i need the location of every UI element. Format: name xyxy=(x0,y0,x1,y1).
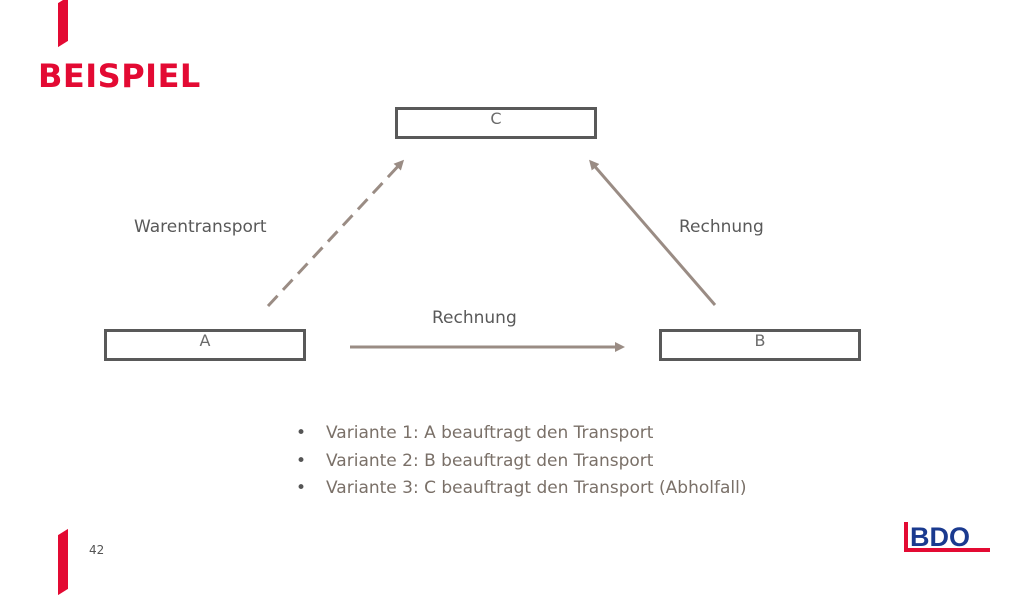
slide-title: BEISPIEL xyxy=(38,57,201,95)
bullet-icon: • xyxy=(296,423,307,443)
variant-text: Variante 1: A beauftragt den Transport xyxy=(326,423,654,443)
node-b-label: B xyxy=(754,331,766,350)
variant-text: Variante 3: C beauftragt den Transport (… xyxy=(326,478,747,498)
node-c: C xyxy=(395,107,597,139)
variant-text: Variante 2: B beauftragt den Transport xyxy=(326,450,654,471)
node-c-label: C xyxy=(490,109,502,128)
bullet-icon: • xyxy=(296,478,307,498)
edge-label-warentransport: Warentransport xyxy=(134,217,267,237)
warentransport-arrow xyxy=(266,159,405,308)
logo-text: BDO xyxy=(910,522,970,552)
rechnung-b-to-c-arrow xyxy=(589,159,717,306)
page-number: 42 xyxy=(89,543,105,557)
list-item: • Variante 1: A beauftragt den Transport xyxy=(296,422,746,450)
list-item: • Variante 2: B beauftragt den Transport xyxy=(296,450,746,478)
variant-list: • Variante 1: A beauftragt den Transport… xyxy=(296,422,746,505)
node-a: A xyxy=(104,329,306,361)
diagram-arrows xyxy=(266,159,717,352)
bdo-logo: BDO xyxy=(904,522,990,552)
node-b: B xyxy=(659,329,861,361)
edge-label-rechnung-b-to-c: Rechnung xyxy=(679,217,764,237)
bullet-icon: • xyxy=(296,450,307,471)
list-item: • Variante 3: C beauftragt den Transport… xyxy=(296,477,746,505)
node-a-label: A xyxy=(199,331,211,350)
edge-label-rechnung-a-to-b: Rechnung xyxy=(432,308,517,328)
